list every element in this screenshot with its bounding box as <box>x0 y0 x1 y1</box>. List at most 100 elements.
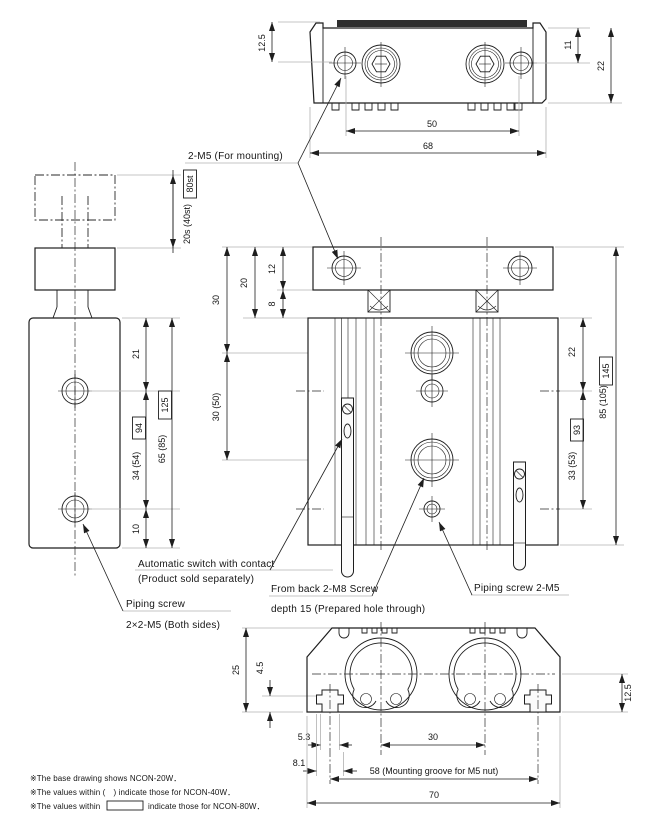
bore-bottom <box>405 433 459 487</box>
boxed-value-93: 93 <box>570 418 584 442</box>
dim-text: 21 <box>131 349 141 359</box>
dim-side-65: 65 (85) 125 <box>157 318 175 548</box>
dim-text: 20 <box>239 278 249 288</box>
hex-socket-left <box>361 42 401 87</box>
dim-text: 70 <box>429 790 439 800</box>
dim-front-22: 22 <box>567 318 586 391</box>
table-edge-bar <box>337 20 527 27</box>
dim-text: 58 (Mounting groove for M5 nut) <box>370 766 499 776</box>
plate-hole-left <box>327 251 361 285</box>
bottom-view: 25 4.5 5.3 8.1 30 12.5 58 ( <box>231 622 633 808</box>
dim-text: 8 <box>267 301 277 306</box>
dim-top-11: 11 <box>534 27 590 64</box>
svg-text:80st: 80st <box>185 175 195 193</box>
guide-block-right <box>475 289 499 313</box>
serration-right <box>467 102 515 111</box>
dim-bottom-70: 70 <box>306 716 561 808</box>
dim-text: 30 <box>428 732 438 742</box>
footnote-3-suffix: indicate those for NCON-80W． <box>148 802 265 811</box>
dim-bottom-12-5: 12.5 <box>619 674 633 712</box>
dim-front-30-50: 30 (50) <box>211 353 230 460</box>
boxed-value-125: 125 <box>158 390 172 420</box>
dim-stroke: 20s (40st) 80st <box>117 169 197 253</box>
auto-switch-right <box>513 461 526 571</box>
dim-text: 5.3 <box>298 732 311 742</box>
auto-switch-left <box>341 397 354 578</box>
dim-top-68: 68 <box>309 107 547 158</box>
dim-front-8: 8 <box>267 290 286 318</box>
footnote-3-prefix: ※The values within <box>30 802 100 811</box>
side-port-top <box>58 374 92 408</box>
dim-front-33: 33 (53) 93 <box>567 391 586 509</box>
footnote-1: ※The base drawing shows NCON-20W． <box>30 774 181 783</box>
footnote-2: ※The values within ( ) indicate those fo… <box>30 788 235 797</box>
label-back-screw-2: depth 15 (Prepared hole through) <box>271 604 425 615</box>
dim-text: 50 <box>427 119 437 129</box>
port-bottom <box>419 496 445 522</box>
front-view: 30 30 (50) 20 12 8 22 33 (53) 93 <box>211 237 624 578</box>
boxed-value-145: 145 <box>599 356 613 386</box>
dim-side-21: 21 <box>131 318 149 391</box>
dim-side-10: 10 <box>131 509 149 548</box>
dim-text: 22 <box>596 61 606 71</box>
body-profile-lines <box>334 318 501 545</box>
hex-socket-right <box>465 42 505 87</box>
dim-bottom-58: 58 (Mounting groove for M5 nut) <box>330 766 538 782</box>
mounting-hole-right <box>505 47 537 79</box>
switch-screw-icon <box>342 403 353 415</box>
serration-left <box>361 627 398 634</box>
dim-text: 65 (85) <box>157 435 167 464</box>
dim-text: 34 (54) <box>131 452 141 481</box>
notch-right <box>516 628 528 639</box>
serration-right <box>469 627 506 634</box>
dim-bottom-4-5: 4.5 <box>255 662 273 728</box>
dim-text: 8.1 <box>293 758 306 768</box>
dim-text: 22 <box>567 347 577 357</box>
dim-text: 20s (40st) <box>182 204 192 244</box>
svg-text:145: 145 <box>601 363 611 378</box>
body-section-outline <box>306 627 561 713</box>
dim-front-20: 20 <box>239 247 258 318</box>
plate-hole-right <box>503 251 537 285</box>
dim-top-50: 50 <box>345 76 520 136</box>
dim-text: 85 (105) <box>598 385 608 419</box>
notch-left <box>338 628 350 639</box>
dim-text: 68 <box>423 141 433 151</box>
body-side <box>28 317 121 549</box>
mounting-plate <box>312 246 554 291</box>
top-view: 12.5 11 22 50 68 <box>257 20 622 158</box>
boxed-value-94: 94 <box>132 416 146 440</box>
label-piping-both-1: Piping screw <box>126 599 186 610</box>
side-view: 20s (40st) 80st 21 34 (54) 94 10 <box>28 162 197 578</box>
bore-top <box>405 326 459 380</box>
dim-text: 30 (50) <box>211 393 221 422</box>
dim-text: 10 <box>131 524 141 534</box>
switch-indicator <box>343 423 352 439</box>
dim-side-34: 34 (54) 94 <box>131 391 149 509</box>
dim-text: 4.5 <box>255 662 265 675</box>
label-piping-both-2: 2×2-M5 (Both sides) <box>126 620 220 631</box>
footnote-box-symbol <box>106 800 144 811</box>
dim-bottom-30: 30 <box>381 732 485 748</box>
dim-text: 11 <box>563 40 573 49</box>
callouts: 2-M5 (For mounting) Automatic switch wit… <box>82 77 569 631</box>
dim-text: 33 (53) <box>567 452 577 481</box>
mounting-hole-left <box>329 47 361 79</box>
label-mounting: 2-M5 (For mounting) <box>188 151 283 162</box>
body-front <box>307 317 559 546</box>
dim-bottom-25: 25 <box>231 628 249 712</box>
label-back-screw-1: From back 2-M8 Screw <box>271 584 379 595</box>
dim-text: 12 <box>267 264 277 274</box>
dim-front-30-upper: 30 <box>211 247 230 353</box>
side-port-bottom <box>58 492 92 526</box>
svg-text:94: 94 <box>134 423 144 433</box>
dim-front-85: 85 (105) 145 <box>598 247 619 545</box>
label-auto-switch-1: Automatic switch with contact <box>138 559 274 570</box>
dim-text: 12.5 <box>257 34 267 52</box>
footnotes: ※The base drawing shows NCON-20W． ※The v… <box>30 774 265 811</box>
slide-table <box>34 247 116 291</box>
guide-block-left <box>367 289 391 313</box>
dim-front-12: 12 <box>267 247 286 290</box>
